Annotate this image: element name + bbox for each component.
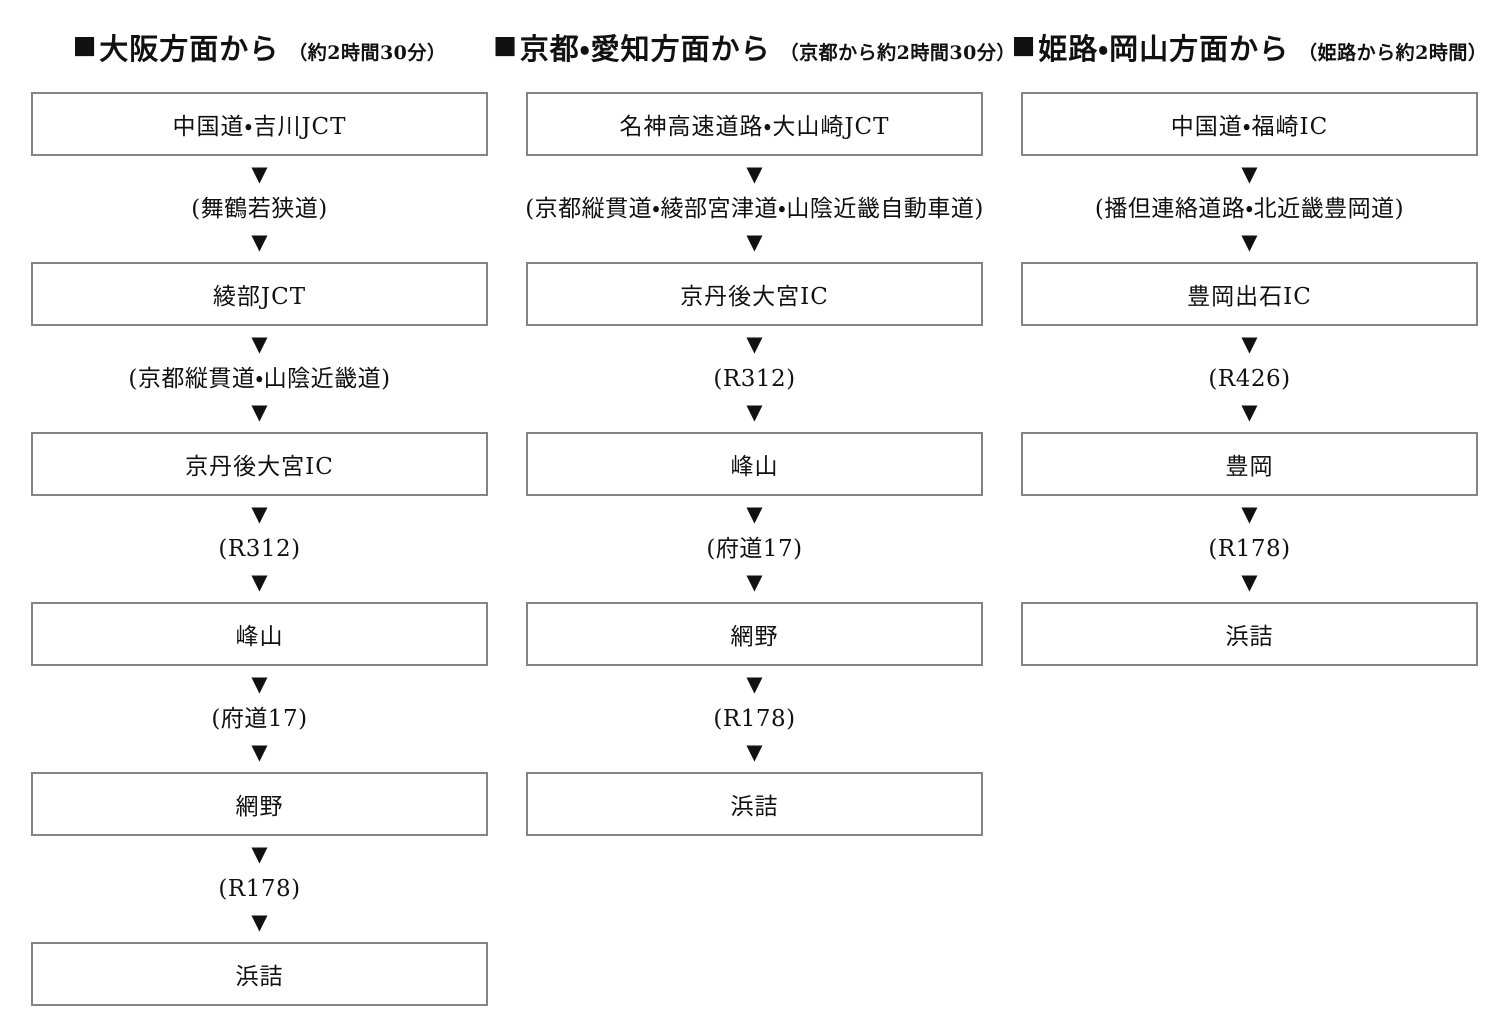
black-square-icon: ■: [72, 29, 97, 59]
route-point-box: 京丹後大宮IC: [31, 432, 488, 496]
arrow-down-icon: ▼: [251, 672, 268, 696]
route-column: ■ 姫路・岡山方面から （姫路から約2時間） 中国道・福崎IC ▼ (播但連絡道…: [1012, 26, 1487, 1006]
route-point-box: 浜詰: [31, 942, 488, 1006]
road-label: (京都縦貫道・山陰近畿道): [128, 366, 391, 392]
column-title: 大阪方面から: [99, 32, 280, 66]
arrow-down-icon: ▼: [746, 740, 763, 764]
column-steps: 中国道・福崎IC ▼ (播但連絡道路・北近畿豊岡道) ▼ 豊岡出石IC ▼ (R…: [1021, 92, 1478, 666]
arrow-down-icon: ▼: [251, 740, 268, 764]
arrow-down-icon: ▼: [251, 910, 268, 934]
column-steps: 名神高速道路・大山崎JCT ▼ (京都縦貫道・綾部宮津道・山陰近畿自動車道) ▼…: [525, 92, 984, 836]
route-point-box: 中国道・福崎IC: [1021, 92, 1478, 156]
arrow-down-icon: ▼: [746, 162, 763, 186]
arrow-down-icon: ▼: [251, 332, 268, 356]
arrow-down-icon: ▼: [1241, 400, 1258, 424]
route-point-box: 浜詰: [526, 772, 983, 836]
route-point-box: 網野: [31, 772, 488, 836]
column-duration: （姫路から約2時間）: [1298, 42, 1488, 64]
column-header: ■ 姫路・岡山方面から （姫路から約2時間）: [1012, 26, 1487, 67]
route-column: ■ 京都・愛知方面から （京都から約2時間30分） 名神高速道路・大山崎JCT …: [493, 26, 1015, 1006]
road-label: (R426): [1208, 366, 1291, 392]
column-steps: 中国道・吉川JCT ▼ (舞鶴若狭道) ▼ 綾部JCT ▼ (京都縦貫道・山陰近…: [31, 92, 488, 1006]
road-label: (R312): [218, 536, 301, 562]
arrow-down-icon: ▼: [746, 400, 763, 424]
route-point-box: 網野: [526, 602, 983, 666]
route-point-box: 中国道・吉川JCT: [31, 92, 488, 156]
arrow-down-icon: ▼: [251, 400, 268, 424]
route-column: ■ 大阪方面から （約2時間30分） 中国道・吉川JCT ▼ (舞鶴若狭道) ▼…: [31, 26, 488, 1006]
route-point-box: 綾部JCT: [31, 262, 488, 326]
arrow-down-icon: ▼: [746, 332, 763, 356]
road-label: (舞鶴若狭道): [191, 196, 328, 222]
column-duration: （約2時間30分）: [288, 42, 447, 64]
route-point-box: 豊岡出石IC: [1021, 262, 1478, 326]
column-title: 京都・愛知方面から: [519, 32, 771, 66]
black-square-icon: ■: [1011, 29, 1036, 59]
arrow-down-icon: ▼: [1241, 230, 1258, 254]
route-point-box: 峰山: [31, 602, 488, 666]
route-point-box: 豊岡: [1021, 432, 1478, 496]
arrow-down-icon: ▼: [1241, 332, 1258, 356]
arrow-down-icon: ▼: [746, 570, 763, 594]
column-duration: （京都から約2時間30分）: [779, 42, 1016, 64]
arrow-down-icon: ▼: [746, 230, 763, 254]
road-label: (播但連絡道路・北近畿豊岡道): [1094, 196, 1405, 222]
arrow-down-icon: ▼: [1241, 570, 1258, 594]
road-label: (府道17): [706, 536, 803, 562]
black-square-icon: ■: [493, 29, 517, 59]
column-header: ■ 京都・愛知方面から （京都から約2時間30分）: [493, 26, 1015, 67]
arrow-down-icon: ▼: [251, 230, 268, 254]
route-point-box: 峰山: [526, 432, 983, 496]
road-label: (R312): [713, 366, 796, 392]
column-header: ■ 大阪方面から （約2時間30分）: [31, 26, 488, 67]
road-label: (R178): [218, 876, 301, 902]
road-label: (R178): [1208, 536, 1291, 562]
column-title: 姫路・岡山方面から: [1038, 32, 1290, 66]
arrow-down-icon: ▼: [251, 162, 268, 186]
road-label: (京都縦貫道・綾部宮津道・山陰近畿自動車道): [525, 196, 984, 222]
route-point-box: 名神高速道路・大山崎JCT: [526, 92, 983, 156]
arrow-down-icon: ▼: [1241, 502, 1258, 526]
arrow-down-icon: ▼: [746, 502, 763, 526]
route-point-box: 浜詰: [1021, 602, 1478, 666]
arrow-down-icon: ▼: [746, 672, 763, 696]
route-point-box: 京丹後大宮IC: [526, 262, 983, 326]
arrow-down-icon: ▼: [1241, 162, 1258, 186]
road-label: (府道17): [211, 706, 308, 732]
arrow-down-icon: ▼: [251, 570, 268, 594]
arrow-down-icon: ▼: [251, 502, 268, 526]
road-label: (R178): [713, 706, 796, 732]
arrow-down-icon: ▼: [251, 842, 268, 866]
